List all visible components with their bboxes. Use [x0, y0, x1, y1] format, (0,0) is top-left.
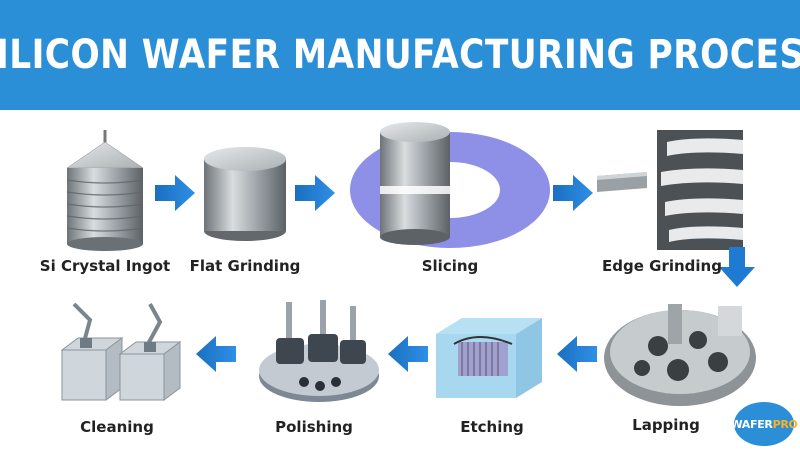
ingot-illustration: [66, 130, 144, 251]
step-label-lapping: Lapping: [632, 416, 700, 434]
flat-grinding-illustration: [204, 147, 286, 241]
cleaning-illustration: [60, 302, 182, 401]
etching-illustration: [436, 318, 542, 398]
waferpro-logo: WAFERPRO: [730, 402, 798, 446]
arrow-right-3: [553, 175, 593, 211]
step-label-etching: Etching: [460, 418, 524, 436]
step-label-flat-grinding: Flat Grinding: [189, 257, 301, 275]
arrow-left-3: [196, 336, 236, 372]
arrow-left-2: [388, 336, 428, 372]
arrow-right-1: [155, 175, 195, 211]
step-label-slicing: Slicing: [421, 257, 479, 275]
title-banner: SILICON WAFER MANUFACTURING PROCESS: [0, 0, 800, 110]
step-label-polishing: Polishing: [275, 418, 353, 436]
slicing-illustration: [350, 122, 550, 248]
step-label-edge-grinding: Edge Grinding: [602, 257, 722, 275]
logo-text-main: WAFER: [730, 417, 773, 431]
arrow-left-1: [557, 336, 597, 372]
step-label-ingot: Si Crystal Ingot: [39, 257, 171, 275]
step-label-cleaning: Cleaning: [80, 418, 154, 436]
logo-text: WAFERPRO: [730, 418, 797, 431]
edge-grinding-illustration: [597, 130, 743, 250]
lapping-illustration: [604, 304, 756, 406]
polishing-illustration: [259, 300, 379, 402]
arrow-down: [719, 247, 755, 287]
arrow-right-2: [295, 175, 335, 211]
logo-text-accent: PRO: [772, 417, 798, 431]
page-title: SILICON WAFER MANUFACTURING PROCESS: [0, 32, 800, 78]
